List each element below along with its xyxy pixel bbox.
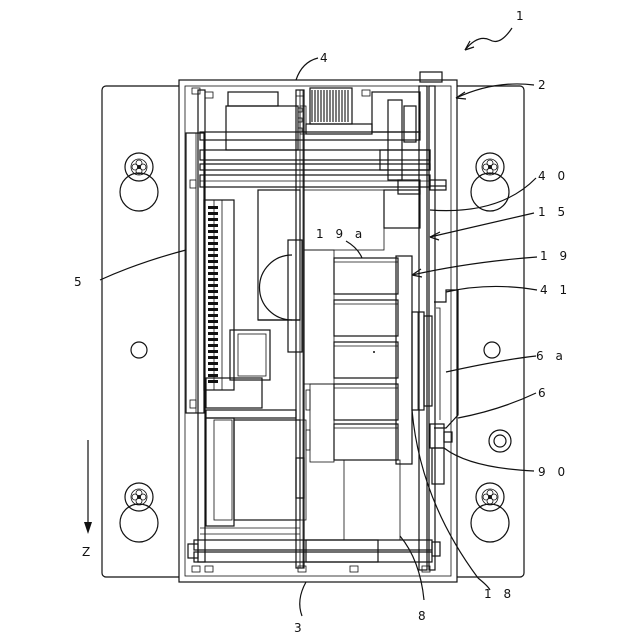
label-8: 8 (418, 609, 430, 623)
connector-pin (208, 206, 218, 209)
connector-pin (208, 350, 218, 353)
z-direction-arrow (84, 440, 92, 534)
label-6: 6 (538, 386, 550, 400)
connector-pin (208, 242, 218, 245)
connector-pin (208, 380, 218, 383)
label-19: 1 9 (540, 249, 571, 263)
connector-pin (208, 320, 218, 323)
connector-pin (208, 212, 218, 215)
label-z: Z (82, 545, 94, 559)
label-15: 1 5 (538, 205, 569, 219)
connector-pin (208, 290, 218, 293)
label-18: 1 8 (484, 587, 515, 601)
connector-pin (208, 266, 218, 269)
connector-pin (208, 260, 218, 263)
label-4: 4 (320, 51, 332, 65)
connector-pin (208, 344, 218, 347)
screw-bottom-right (482, 489, 498, 505)
connector-pin (208, 368, 218, 371)
housing (179, 72, 457, 582)
connector-pin (208, 338, 218, 341)
connector-pin (208, 278, 218, 281)
connector-pin (208, 272, 218, 275)
connector-pin (208, 314, 218, 317)
label-19a: 1 9 a (316, 227, 366, 241)
connector-pin (208, 284, 218, 287)
label-6a: 6 a (536, 349, 567, 363)
connector-pin (208, 302, 218, 305)
connector-pin (208, 254, 218, 257)
connector-pin (208, 224, 218, 227)
connector-pin (208, 332, 218, 335)
connector-pin (208, 356, 218, 359)
connector-pin (208, 308, 218, 311)
label-40: 4 0 (538, 169, 569, 183)
connector-pin (208, 296, 218, 299)
connector-pin (208, 374, 218, 377)
label-90: 9 0 (538, 465, 569, 479)
connector-pin (208, 236, 218, 239)
label-5: 5 (74, 275, 86, 289)
connector-pin (208, 218, 218, 221)
label-3: 3 (294, 621, 306, 635)
connector-pin (208, 230, 218, 233)
connector-pin (208, 248, 218, 251)
label-41: 4 1 (540, 283, 571, 297)
label-1: 1 (516, 9, 528, 23)
screw-bottom-left (131, 489, 147, 505)
connector-pin (208, 326, 218, 329)
connector-pin (208, 362, 218, 365)
label-2: 2 (538, 78, 550, 92)
